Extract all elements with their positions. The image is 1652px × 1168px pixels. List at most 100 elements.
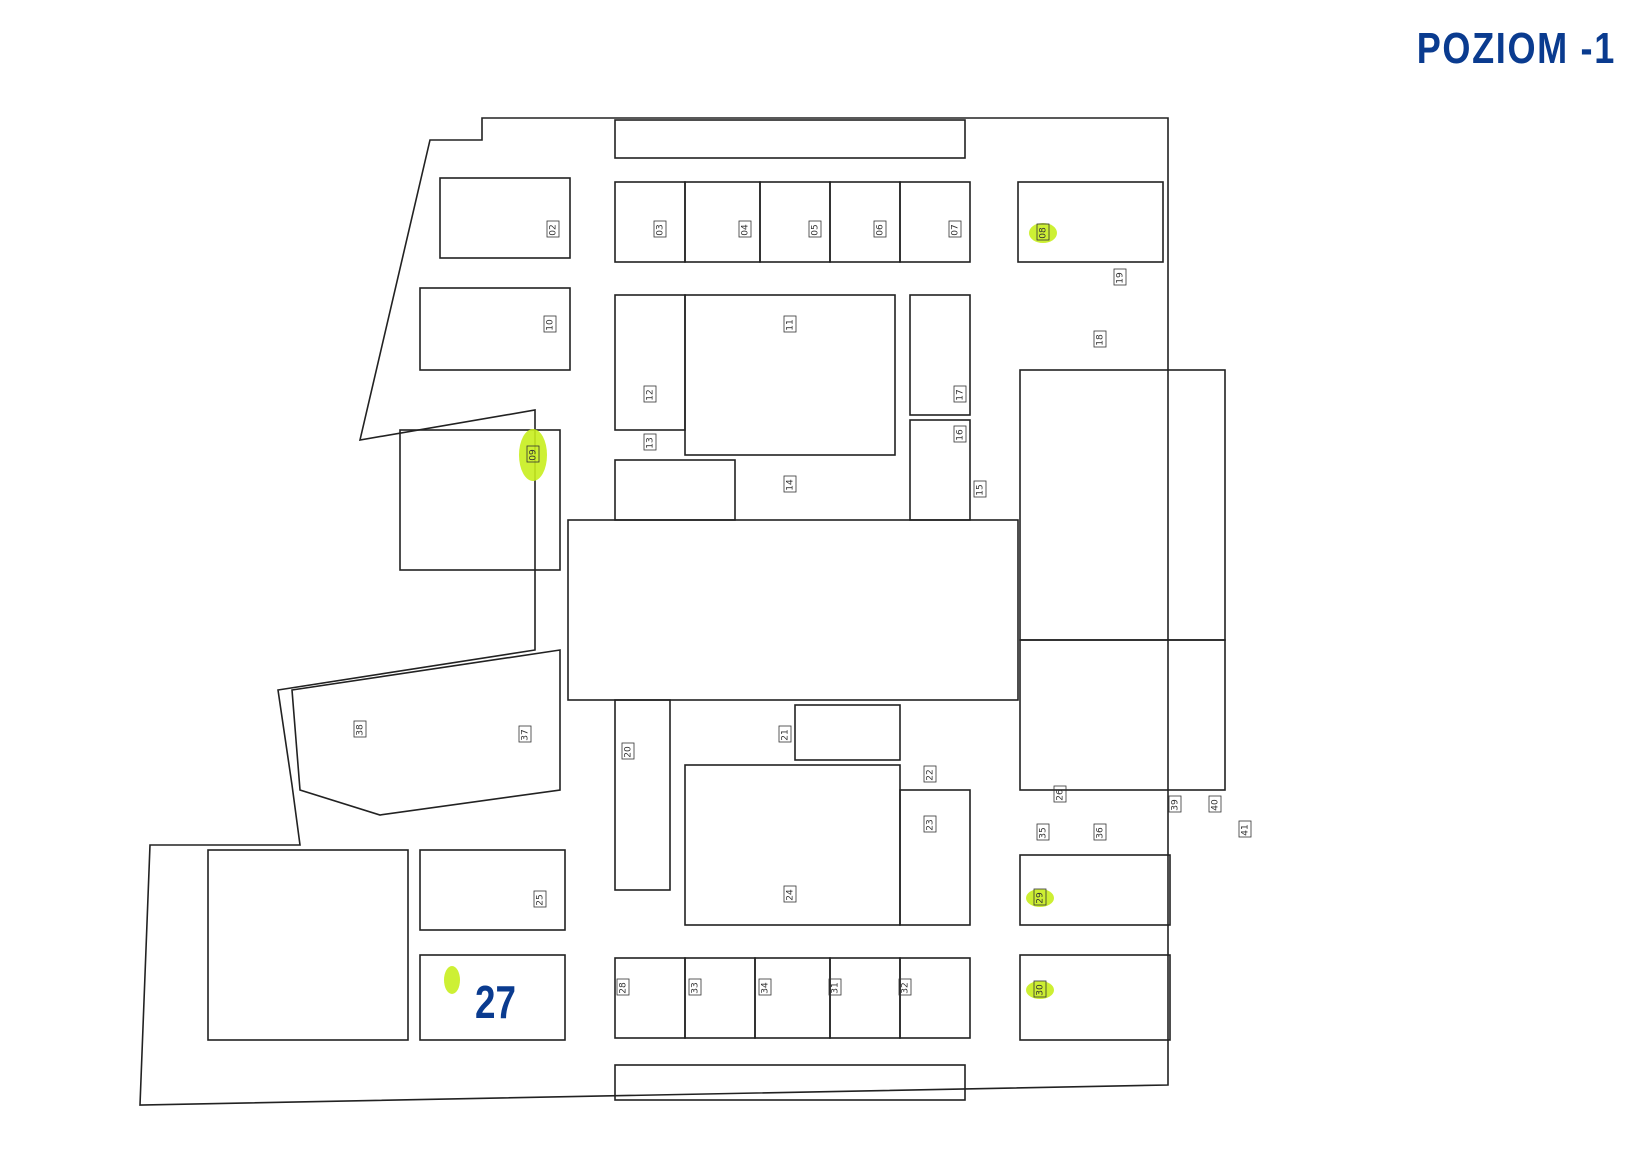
room-label-box <box>543 315 557 333</box>
room-label: 10 <box>546 319 556 331</box>
room-label: 20 <box>624 746 634 758</box>
auditorium-left <box>399 429 561 571</box>
room-label: 31 <box>831 982 841 993</box>
room-label-box <box>1208 795 1222 813</box>
room-label: 19 <box>1116 272 1126 284</box>
room-block <box>614 459 736 521</box>
auditorium-right <box>1019 369 1226 641</box>
room-label: 29 <box>1036 892 1046 904</box>
room-label: 37 <box>521 729 531 740</box>
room-label: 36 <box>1096 827 1106 839</box>
outer-wall <box>139 117 1169 1106</box>
room-label: 06 <box>876 224 886 236</box>
room-block <box>909 294 971 416</box>
room-label-box <box>1036 223 1050 241</box>
room-label-box <box>923 815 937 833</box>
room-block <box>794 704 901 761</box>
room-label-box <box>688 978 702 996</box>
room-block <box>829 181 901 263</box>
room-block <box>759 181 831 263</box>
room-label-box <box>1033 980 1047 998</box>
room-label-box <box>923 765 937 783</box>
room-label: 11 <box>786 319 796 330</box>
room-label: 23 <box>926 819 936 830</box>
room-block <box>1019 854 1171 926</box>
room-label-box <box>621 742 635 760</box>
highlight-marker <box>444 966 460 994</box>
room-label-box <box>353 720 367 738</box>
page-title: POZIOM -1 <box>1416 24 1616 73</box>
bottom-strip <box>614 1064 966 1101</box>
room-label: 15 <box>976 484 986 495</box>
room-block <box>899 789 971 926</box>
room-label: 02 <box>549 224 559 235</box>
room-label-box <box>546 220 560 238</box>
room-label-box <box>653 220 667 238</box>
room-block <box>899 957 971 1039</box>
room-label-box <box>898 978 912 996</box>
room-block <box>439 177 571 259</box>
highlight-marker <box>1026 889 1054 907</box>
room-label: 35 <box>1039 827 1049 838</box>
highlight-marker <box>519 429 547 481</box>
room-block <box>1019 954 1171 1041</box>
room-block <box>614 181 686 263</box>
room-label-box <box>873 220 887 238</box>
room-label-box <box>778 725 792 743</box>
room-label-box <box>518 725 532 743</box>
room-block <box>207 849 409 1041</box>
highlighted-room-number: 27 <box>475 976 516 1028</box>
room-label-box <box>526 445 540 463</box>
room-label: 26 <box>1056 789 1066 801</box>
atrium <box>567 519 1019 701</box>
room-label-box <box>1053 785 1067 803</box>
room-label: 07 <box>951 224 961 235</box>
room-label-box <box>758 978 772 996</box>
room-block <box>614 294 686 431</box>
room-label-box <box>1093 330 1107 348</box>
room-block <box>684 294 896 456</box>
room-label-box <box>828 978 842 996</box>
room-block <box>1017 181 1164 263</box>
room-label: 39 <box>1171 799 1181 811</box>
room-block <box>684 181 761 263</box>
room-label: 25 <box>536 894 546 905</box>
room-label: 16 <box>956 429 966 441</box>
room-label: 04 <box>741 224 751 236</box>
room-label-box <box>953 385 967 403</box>
room-label-box <box>1238 820 1252 838</box>
room-label-box <box>1168 795 1182 813</box>
room-label: 28 <box>619 982 629 994</box>
room-label: 08 <box>1039 227 1049 239</box>
room-label: 18 <box>1096 334 1106 346</box>
room-block <box>829 957 901 1039</box>
room-label-box <box>808 220 822 238</box>
top-strip <box>614 119 966 159</box>
room-block <box>754 957 831 1039</box>
room-block <box>419 849 566 931</box>
room-27 <box>419 954 566 1041</box>
room-block <box>614 699 671 891</box>
room-label-box <box>953 425 967 443</box>
room-block <box>684 957 756 1039</box>
room-label: 22 <box>926 769 936 780</box>
room-block <box>291 649 561 816</box>
room-label-box <box>616 978 630 996</box>
room-label-box <box>1113 268 1127 286</box>
room-label-box <box>533 890 547 908</box>
room-block <box>1019 639 1226 791</box>
room-label-box <box>1036 823 1050 841</box>
room-label: 03 <box>656 224 666 235</box>
room-label: 34 <box>761 982 771 994</box>
room-label-box <box>948 220 962 238</box>
room-block <box>899 181 971 263</box>
highlight-markers <box>444 223 1057 999</box>
room-label-box <box>973 480 987 498</box>
room-label: 33 <box>691 982 701 993</box>
highlight-marker <box>1029 223 1057 243</box>
room-label: 30 <box>1036 984 1046 996</box>
room-label-box <box>783 885 797 903</box>
room-label-box <box>643 433 657 451</box>
